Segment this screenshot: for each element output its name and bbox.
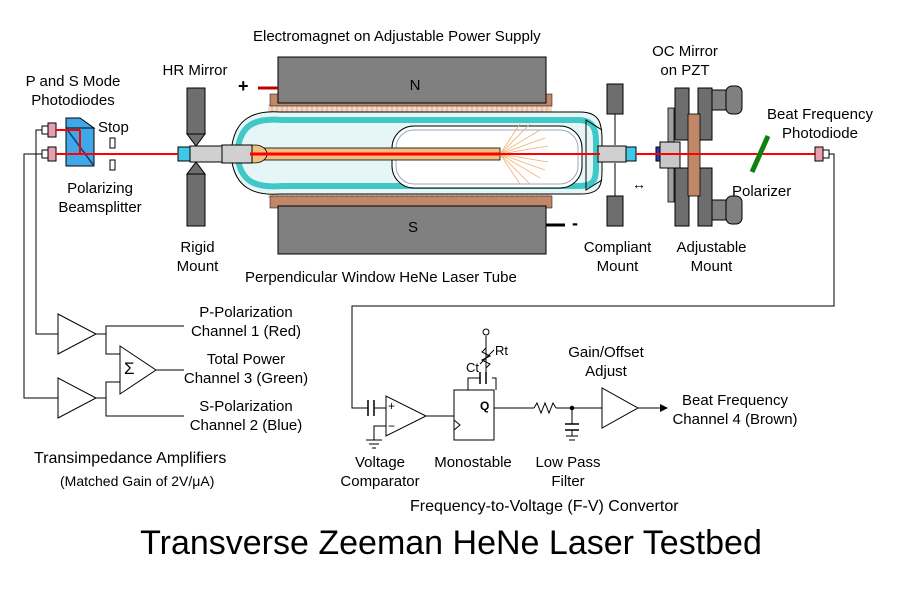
plus-label: + xyxy=(238,76,249,96)
gain-offset-amp xyxy=(601,387,640,429)
magnet-pole-n xyxy=(277,56,547,104)
ps-photodiodes xyxy=(41,122,57,162)
rigid-mount-label-1: Rigid xyxy=(180,239,215,256)
lowpass-label-2: Filter xyxy=(551,473,585,490)
q-label: Q xyxy=(480,399,490,413)
pole-s-label: S xyxy=(407,219,418,236)
ps-photodiodes-label-2: Photodiodes xyxy=(31,92,115,109)
wiring xyxy=(23,129,835,440)
output-arrow xyxy=(660,404,668,412)
amp-s xyxy=(57,377,98,419)
s-pol-label-1: S-Polarization xyxy=(199,398,293,415)
beat-ch4-label-2: Channel 4 (Brown) xyxy=(672,411,798,428)
pole-n-label: N xyxy=(409,77,421,94)
power-leads xyxy=(258,86,565,227)
ground-comparator xyxy=(366,439,382,449)
adjustable-mount-label-1: Adjustable xyxy=(676,239,747,256)
lowpass-resistor xyxy=(533,401,557,415)
monostable xyxy=(453,389,495,441)
transimpedance-label-2: (Matched Gain of 2V/μA) xyxy=(60,473,215,489)
compliant-mount-label-1: Compliant xyxy=(583,239,652,256)
total-power-label-1: Total Power xyxy=(206,351,286,368)
comparator-minus: − xyxy=(388,419,396,433)
polarizer xyxy=(749,134,771,174)
fv-convertor-label: Frequency-to-Voltage (F-V) Convertor xyxy=(410,498,679,515)
p-pol-label-1: P-Polarization xyxy=(199,304,293,321)
oc-mirror-label-2: on PZT xyxy=(660,62,710,79)
laser-beam xyxy=(56,129,816,156)
total-power-label-2: Channel 3 (Green) xyxy=(183,370,309,387)
voltage-comparator-label-2: Comparator xyxy=(340,473,420,490)
magnet-pole-s xyxy=(277,205,547,255)
s-pol-label-2: Channel 2 (Blue) xyxy=(189,417,303,434)
oc-mirror-label-1: OC Mirror xyxy=(652,43,718,60)
ps-photodiodes-label-1: P and S Mode xyxy=(25,73,121,90)
polarizer-label: Polarizer xyxy=(732,183,792,200)
sum-amp xyxy=(119,345,157,395)
svg-text:↔: ↔ xyxy=(632,176,646,192)
adjustable-mount-label-2: Mount xyxy=(690,258,733,275)
beat-ch4-label-1: Beat Frequency xyxy=(682,392,788,409)
amp-p xyxy=(57,313,98,355)
voltage-comparator xyxy=(385,395,428,437)
polarizing-bs-label-1: Polarizing xyxy=(67,180,133,197)
stop xyxy=(109,137,116,171)
sum-symbol: Σ xyxy=(124,359,135,378)
page-title: Transverse Zeeman HeNe Laser Testbed xyxy=(140,524,762,562)
lowpass-label-1: Low Pass xyxy=(535,454,601,471)
compliant-mount: ↔ xyxy=(585,83,646,227)
beat-photodiode-label-1: Beat Frequency xyxy=(767,106,873,123)
lowpass-capacitor xyxy=(565,405,579,441)
adjustable-mount xyxy=(659,85,743,227)
comparator-plus: + xyxy=(388,399,396,413)
laser-tube xyxy=(177,111,669,195)
electromagnet-label: Electromagnet on Adjustable Power Supply xyxy=(253,28,541,45)
compliant-mount-label-2: Mount xyxy=(596,258,639,275)
rigid-mount xyxy=(186,87,223,227)
rt-label: Rt xyxy=(495,343,508,358)
rigid-mount-label-2: Mount xyxy=(176,258,219,275)
gain-offset-label-2: Adjust xyxy=(585,363,627,380)
minus-label: - xyxy=(572,213,578,233)
monostable-label: Monostable xyxy=(434,454,512,471)
gain-offset-label-1: Gain/Offset xyxy=(568,344,644,361)
timing-capacitor xyxy=(479,372,487,384)
polarizing-beamsplitter xyxy=(65,117,96,167)
stop-label: Stop xyxy=(98,119,129,136)
hr-mirror-label: HR Mirror xyxy=(162,62,228,79)
capacitor-coupling xyxy=(367,400,375,416)
p-pol-label-2: Channel 1 (Red) xyxy=(190,323,302,340)
beat-photodiode xyxy=(814,146,830,162)
ct-label: Ct xyxy=(466,360,479,375)
polarizing-bs-label-2: Beamsplitter xyxy=(58,199,142,216)
timing-resistor xyxy=(479,328,495,369)
voltage-comparator-label-1: Voltage xyxy=(354,454,406,471)
transimpedance-label-1: Transimpedance Amplifiers xyxy=(34,450,227,467)
laser-tube-label: Perpendicular Window HeNe Laser Tube xyxy=(245,269,517,286)
beat-photodiode-label-2: Photodiode xyxy=(782,125,858,142)
